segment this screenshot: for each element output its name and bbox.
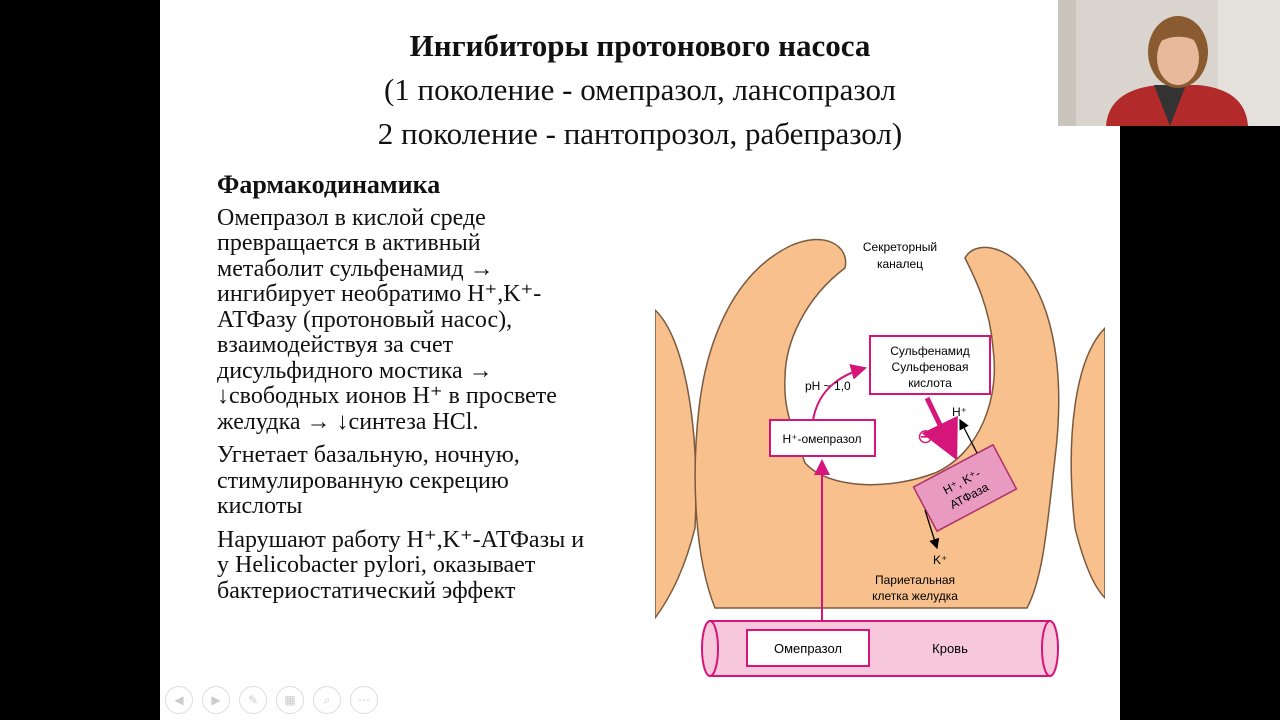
cell-label-line2: клетка желудка [872, 589, 958, 603]
h-omeprazole-label: H⁺-омепразол [782, 432, 861, 446]
right-neighbor-cell [1070, 326, 1105, 600]
pen-icon[interactable]: ✎ [239, 686, 267, 714]
slide-subtitle-line2: 2 поколение - пантопрозол, рабепразол) [377, 116, 903, 151]
canal-label-line2: каналец [877, 257, 923, 271]
presentation-slide: Ингибиторы протонового насоса (1 поколен… [160, 0, 1120, 720]
inhibition-sign: ⊖ [917, 426, 934, 448]
slide-body: Фармакодинамика Омепразол в кислой среде… [217, 172, 637, 612]
atpase-pump: H⁺, K⁺- АТФаза [912, 443, 1018, 533]
ph-arrow [812, 364, 867, 421]
parietal-cell [694, 238, 1060, 609]
slideshow-toolbar: ◀ ▶ ✎ ▦ ⌕ ⋯ [165, 686, 378, 714]
slide-title: Ингибиторы протонового насоса [409, 28, 871, 63]
inhibition-arrow [921, 396, 958, 461]
presenter-avatar [1058, 0, 1280, 126]
blood-label: Кровь [932, 641, 968, 656]
next-icon[interactable]: ▶ [202, 686, 230, 714]
h-omeprazole-box [769, 419, 876, 457]
h-ion-arrow [959, 418, 978, 454]
h-ion-label: H⁺ [952, 405, 967, 419]
blood-vessel: Омепразол Кровь [701, 620, 1059, 677]
paragraph-helicobacter: Нарушают работу H⁺,K⁺-АТФазы и у Helicob… [217, 526, 585, 604]
sulfenamide-label-3: кислота [908, 376, 952, 390]
omeprazole-box [746, 629, 870, 667]
cell-label-line1: Париетальная [875, 573, 955, 587]
presenter-video [1058, 0, 1280, 126]
ph-label: pH ~ 1,0 [805, 379, 851, 393]
mechanism-diagram: Секреторный каналец pH ~ 1,0 Сульфенамид… [655, 238, 1105, 677]
left-neighbor-cell [655, 308, 697, 620]
sulfenamide-label-2: Сульфеновая [892, 360, 969, 374]
k-ion-arrow [924, 509, 940, 550]
sulfenamide-box [869, 335, 991, 395]
paragraph-secretion: Угнетает базальную, ночную, стимулирован… [217, 442, 520, 519]
omeprazole-label: Омепразол [774, 641, 842, 656]
prev-icon[interactable]: ◀ [165, 686, 193, 714]
section-heading: Фармакодинамика [217, 170, 441, 199]
paragraph-pharmacodynamics: Омепразол в кислой среде превращается в … [217, 204, 557, 435]
sulfenamide-label-1: Сульфенамид [890, 344, 969, 358]
zoom-icon[interactable]: ⌕ [313, 686, 341, 714]
k-ion-label: K⁺ [933, 553, 947, 567]
canal-label-line1: Секреторный [863, 240, 937, 254]
more-icon[interactable]: ⋯ [350, 686, 378, 714]
slides-icon[interactable]: ▦ [276, 686, 304, 714]
slide-subtitle-line1: (1 поколение - омепразол, лансопразол [383, 72, 897, 107]
